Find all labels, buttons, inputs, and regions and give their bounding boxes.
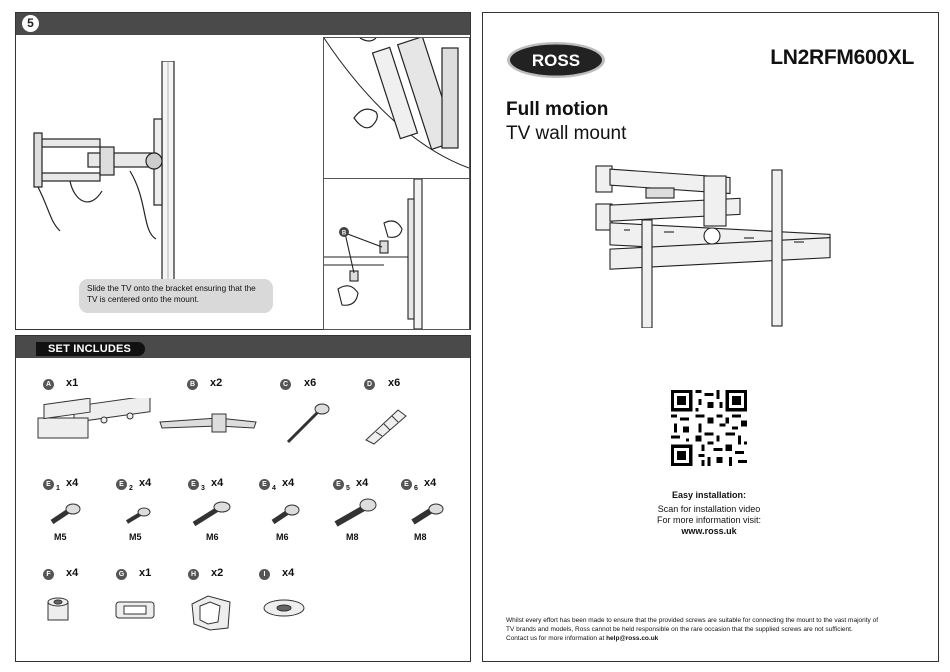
- bolt-part-icon: [50, 503, 81, 525]
- step-number: 5: [22, 15, 39, 32]
- set-includes-title: SET INCLUDES: [36, 342, 146, 356]
- part-quantity: x2: [211, 567, 224, 579]
- part-letter-badge: E: [116, 479, 127, 490]
- wall-mount-product-illustration: [595, 165, 831, 328]
- slide-detail-illustration: [324, 38, 469, 169]
- part-letter-badge: E: [43, 479, 54, 490]
- disclaimer-line: Contact us for more information at help@…: [506, 634, 886, 643]
- part-subscript: 3: [201, 485, 205, 492]
- bolt-part-icon: [192, 501, 231, 527]
- wall-plate-part-icon: [37, 398, 151, 439]
- cable-clip-part-icon: [115, 601, 155, 619]
- part-subscript: 5: [346, 485, 350, 492]
- part-quantity: x1: [66, 377, 79, 389]
- part-letter-badge: B: [187, 379, 198, 390]
- product-title: TV wall mount: [506, 123, 627, 144]
- part-size-label: M6: [276, 532, 289, 542]
- cover-panel: [482, 12, 939, 662]
- part-size-label: M5: [129, 532, 142, 542]
- part-letter-badge: H: [188, 569, 199, 580]
- product-title-bold: Full motion: [506, 99, 609, 120]
- part-quantity: x4: [66, 477, 79, 489]
- more-info-text: For more information visit:: [656, 515, 762, 525]
- part-letter-badge: D: [364, 379, 375, 390]
- part-letter-badge: E: [401, 479, 412, 490]
- part-size-label: M5: [54, 532, 67, 542]
- set-includes-header-bar: SET INCLUDES: [16, 336, 470, 358]
- scan-text: Scan for installation video: [657, 504, 761, 514]
- brand-wordmark: ROSS: [532, 51, 580, 70]
- disclaimer: Whilst every effort has been made to ens…: [506, 616, 886, 643]
- bolt-part-icon: [125, 507, 151, 524]
- part-subscript: 2: [129, 485, 133, 492]
- part-quantity: x2: [210, 377, 223, 389]
- step-5-caption: Slide the TV onto the bracket ensuring t…: [79, 279, 273, 313]
- disclaimer-line: TV brands and models, Ross cannot be hel…: [506, 626, 853, 633]
- support-email-link[interactable]: help@ross.co.uk: [606, 635, 659, 642]
- part-quantity: x6: [388, 377, 401, 389]
- bolt-part-icon: [334, 498, 377, 527]
- part-letter-badge: F: [43, 569, 54, 580]
- easy-installation-title: Easy installation:: [671, 490, 747, 500]
- part-quantity: x6: [304, 377, 317, 389]
- part-letter-badge: A: [43, 379, 54, 390]
- part-size-label: M8: [346, 532, 359, 542]
- part-quantity: x4: [356, 477, 369, 489]
- part-quantity: x4: [282, 477, 295, 489]
- website-link[interactable]: www.ross.uk: [681, 526, 737, 536]
- part-subscript: 6: [414, 485, 418, 492]
- spacer-part-icon: [47, 597, 69, 621]
- part-letter-badge: C: [280, 379, 291, 390]
- part-quantity: x1: [139, 567, 152, 579]
- part-quantity: x4: [282, 567, 295, 579]
- set-includes-panel: SET INCLUDES A x1 B x2 C x6 D x6 E: [15, 335, 471, 662]
- part-letter-badge: G: [116, 569, 127, 580]
- bracket-clip-part-icon: [191, 595, 231, 631]
- part-quantity: x4: [424, 477, 437, 489]
- detail-bottom-right: B: [323, 178, 470, 330]
- part-letter-badge: E: [188, 479, 199, 490]
- spacer-arm-part-icon: [159, 413, 257, 433]
- part-letter-badge: E: [259, 479, 270, 490]
- part-quantity: x4: [139, 477, 152, 489]
- step-5-panel: 5 Slide the TV onto the bracket ensuring…: [15, 12, 471, 330]
- lag-bolt-part-icon: [286, 403, 330, 444]
- bolt-part-icon: [271, 504, 300, 525]
- washer-part-icon: [263, 599, 305, 617]
- callout-letter: B: [342, 231, 347, 237]
- ross-logo: ROSS: [507, 42, 605, 78]
- part-size-label: M8: [414, 532, 427, 542]
- part-subscript: 1: [56, 485, 60, 492]
- part-letter-badge: E: [333, 479, 344, 490]
- part-subscript: 4: [272, 485, 276, 492]
- wall-plug-part-icon: [365, 409, 407, 445]
- tv-mount-side-illustration: [33, 61, 175, 300]
- screw-detail-illustration: B: [324, 179, 423, 329]
- disclaimer-line: Whilst every effort has been made to ens…: [506, 617, 879, 624]
- bolt-part-icon: [411, 503, 444, 525]
- part-quantity: x4: [66, 567, 79, 579]
- part-size-label: M6: [206, 532, 219, 542]
- part-letter-badge: I: [259, 569, 270, 580]
- step-5-header-bar: 5: [16, 13, 470, 35]
- part-quantity: x4: [211, 477, 224, 489]
- detail-top-right: [323, 37, 470, 179]
- model-number: LN2RFM600XL: [770, 46, 914, 69]
- qr-code: [671, 390, 747, 466]
- disclaimer-contact: Contact us for more information at: [506, 635, 607, 642]
